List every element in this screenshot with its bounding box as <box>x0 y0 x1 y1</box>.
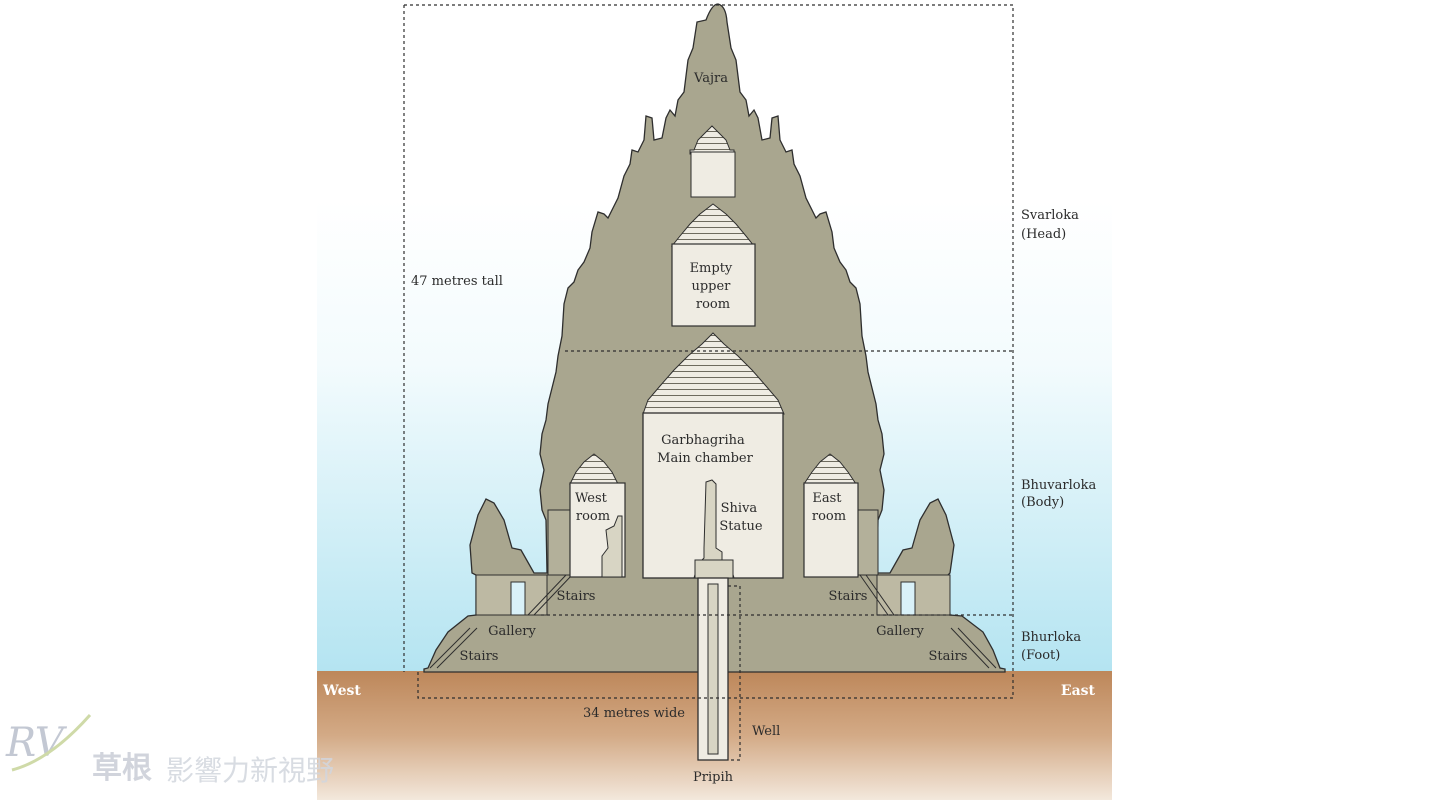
stairs-lower-left-label: Stairs <box>460 649 499 664</box>
top-room <box>690 151 736 198</box>
bhuvarloka-label: Bhuvarloka (Body) <box>1021 478 1100 510</box>
stairs-lower-right-shape <box>950 627 997 669</box>
shiva-statue-label: Shiva Statue <box>719 501 762 534</box>
pripih-label: Pripih <box>693 770 734 785</box>
bhurloka-label: Bhurloka (Foot) <box>1021 630 1085 663</box>
stairs-lower-right-label: Stairs <box>929 649 968 664</box>
garbhagriha-label: Garbhagriha Main chamber <box>657 433 753 466</box>
west-room-statue <box>601 515 623 578</box>
well-inner <box>707 583 719 755</box>
east-room <box>803 482 859 578</box>
empty-upper-room <box>671 243 756 327</box>
dotted-guides <box>403 4 1014 761</box>
stairs-upper-left-shape <box>527 574 573 616</box>
west-label: West <box>322 683 361 699</box>
gallery-left-label: Gallery <box>488 624 536 639</box>
east-room-label: East room <box>812 491 846 524</box>
gallery-right-label: Gallery <box>876 624 924 639</box>
watermark-logo: RV <box>5 720 68 766</box>
stairs-upper-right-label: Stairs <box>829 589 868 604</box>
well-label: Well <box>752 724 780 739</box>
height-label: 47 metres tall <box>411 274 503 289</box>
west-room-label: West room <box>575 491 611 524</box>
empty-upper-room-label: Empty upper room <box>690 261 737 312</box>
stairs-upper-right-shape <box>859 574 895 616</box>
watermark: RV 草根 影響力新視野 <box>5 714 334 787</box>
watermark-sub: 影響力新視野 <box>166 754 334 787</box>
shiva-pedestal <box>694 559 734 579</box>
window-right <box>900 581 916 616</box>
stairs-upper-left-label: Stairs <box>557 589 596 604</box>
vajra-label: Vajra <box>693 71 728 86</box>
watermark-main: 草根 <box>92 751 152 786</box>
stairs-lower-left-shape <box>429 627 478 669</box>
window-left <box>510 581 526 616</box>
east-label: East <box>1061 683 1096 699</box>
width-label: 34 metres wide <box>583 706 685 721</box>
svarloka-label: Svarloka (Head) <box>1021 208 1083 242</box>
watermark-swoosh-icon <box>11 714 92 772</box>
